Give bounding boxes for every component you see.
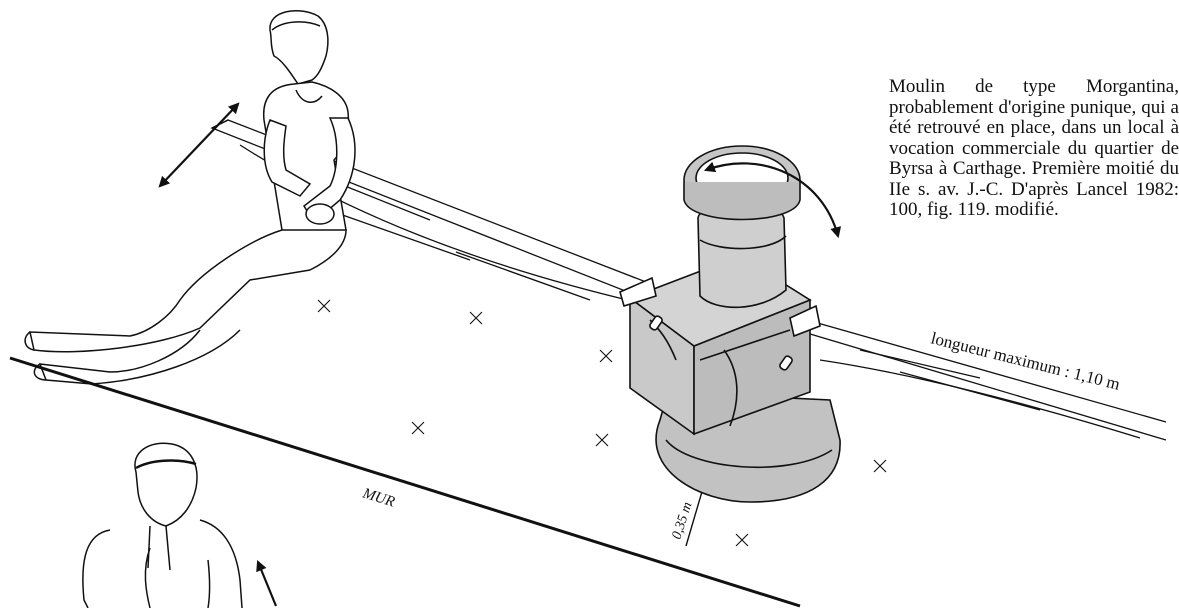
morgantina-mill (619, 145, 841, 503)
cross-mark-icon (595, 433, 609, 447)
cross-mark-icon (735, 533, 749, 547)
wall-line (9, 356, 801, 608)
lever-right (789, 317, 1167, 441)
cross-mark-icon (599, 349, 613, 363)
cross-mark-icon (411, 421, 425, 435)
wall-label: MUR (360, 485, 397, 510)
second-figure (82, 442, 243, 608)
cross-mark-icon (873, 459, 887, 473)
double-arrow-icon (158, 102, 240, 188)
seated-man-figure (24, 9, 356, 385)
curved-double-arrow-icon (703, 161, 842, 239)
figure-caption: Moulin de type Morgantina, probablement … (889, 76, 1179, 220)
floor-marks (317, 299, 887, 547)
length-label: longueur maximum : 1,10 m (929, 328, 1122, 393)
distance-label: 0,35 m (670, 500, 696, 541)
cross-mark-icon (469, 311, 483, 325)
cross-mark-icon (317, 299, 331, 313)
arrow-up-icon (256, 559, 278, 607)
